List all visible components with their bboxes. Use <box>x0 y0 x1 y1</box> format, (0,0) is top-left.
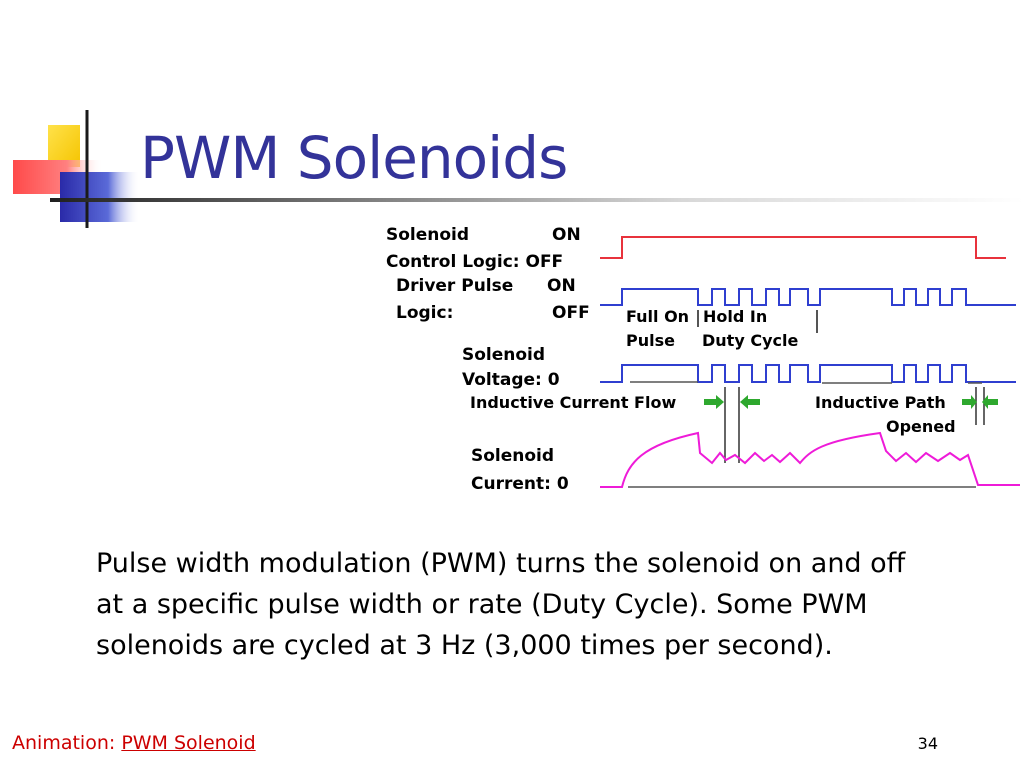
full-on-label-1: Full On <box>626 307 689 326</box>
title-underline <box>50 198 1024 202</box>
inductive-path-label-2: Opened <box>886 417 956 436</box>
hold-in-label-1: Hold In <box>703 307 767 326</box>
voltage-label-2: Voltage: 0 <box>462 370 560 390</box>
logo-blue-bar <box>60 172 140 222</box>
voltage-label-1: Solenoid <box>462 345 545 365</box>
arrow-right-icon <box>962 395 977 409</box>
driver-logic-label: Logic: <box>396 303 453 323</box>
solenoid-current-trace <box>600 431 1020 488</box>
current-label-1: Solenoid <box>471 446 554 466</box>
arrow-left-icon <box>740 395 760 409</box>
inductive-path-label-1: Inductive Path <box>815 393 946 412</box>
slide-number: 34 <box>917 734 938 753</box>
control-logic-off-label: Control Logic: OFF <box>386 252 563 272</box>
arrow-right-icon <box>704 395 724 409</box>
current-label-2: Current: 0 <box>471 474 569 494</box>
template-logo-decoration <box>13 110 140 228</box>
control-logic-trace <box>600 236 1006 259</box>
slide-body-text: Pulse width modulation (PWM) turns the s… <box>96 548 906 661</box>
driver-pulse-trace <box>600 288 1016 306</box>
footer-prefix: Animation: <box>12 732 122 754</box>
control-on-label: ON <box>552 225 581 245</box>
driver-pulse-label: Driver Pulse <box>396 276 513 296</box>
hold-in-label-2: Duty Cycle <box>702 331 798 350</box>
inductive-current-flow-label: Inductive Current Flow <box>470 393 676 412</box>
slide-title: PWM Solenoids <box>140 124 568 192</box>
footer-animation: Animation: PWM Solenoid <box>12 732 256 754</box>
arrow-left-icon <box>982 395 998 409</box>
control-solenoid-label: Solenoid <box>386 225 469 245</box>
solenoid-voltage-trace <box>600 364 1016 383</box>
driver-off-label: OFF <box>552 303 590 323</box>
full-on-label-2: Pulse <box>626 331 675 350</box>
pwm-solenoid-animation-link[interactable]: PWM Solenoid <box>121 732 256 754</box>
driver-on-label: ON <box>547 276 576 296</box>
pwm-timing-diagram: Solenoid ON Control Logic: OFF Driver Pu… <box>386 225 1020 494</box>
